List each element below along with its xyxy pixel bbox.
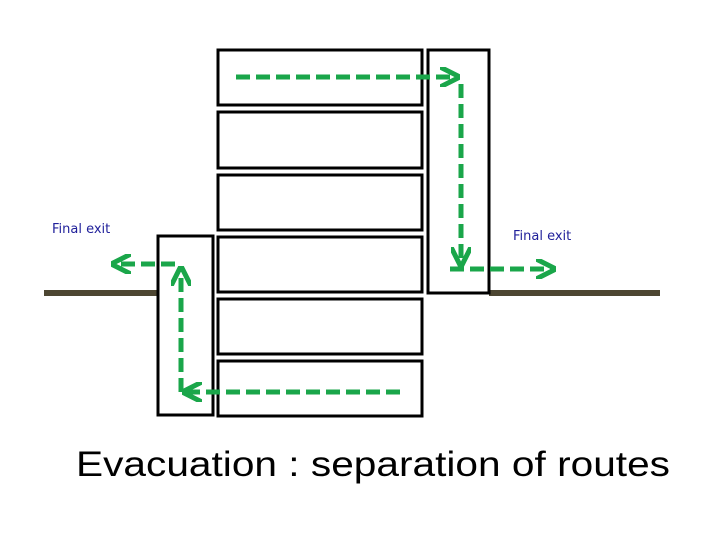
stairwell-right <box>426 48 491 295</box>
final-exit-label-left: Final exit <box>52 222 110 237</box>
stairwell-left <box>156 234 215 417</box>
evacuation-route-left <box>115 264 400 392</box>
floor-4 <box>216 173 424 232</box>
building-floors <box>216 48 424 418</box>
floor-1 <box>216 359 424 418</box>
evacuation-route-right <box>236 77 552 269</box>
floor-5 <box>216 110 424 170</box>
diagram-caption: Evacuation : separation of routes <box>76 445 670 484</box>
final-exit-label-right: Final exit <box>513 229 571 244</box>
floor-3 <box>216 235 424 294</box>
floor-2 <box>216 297 424 356</box>
